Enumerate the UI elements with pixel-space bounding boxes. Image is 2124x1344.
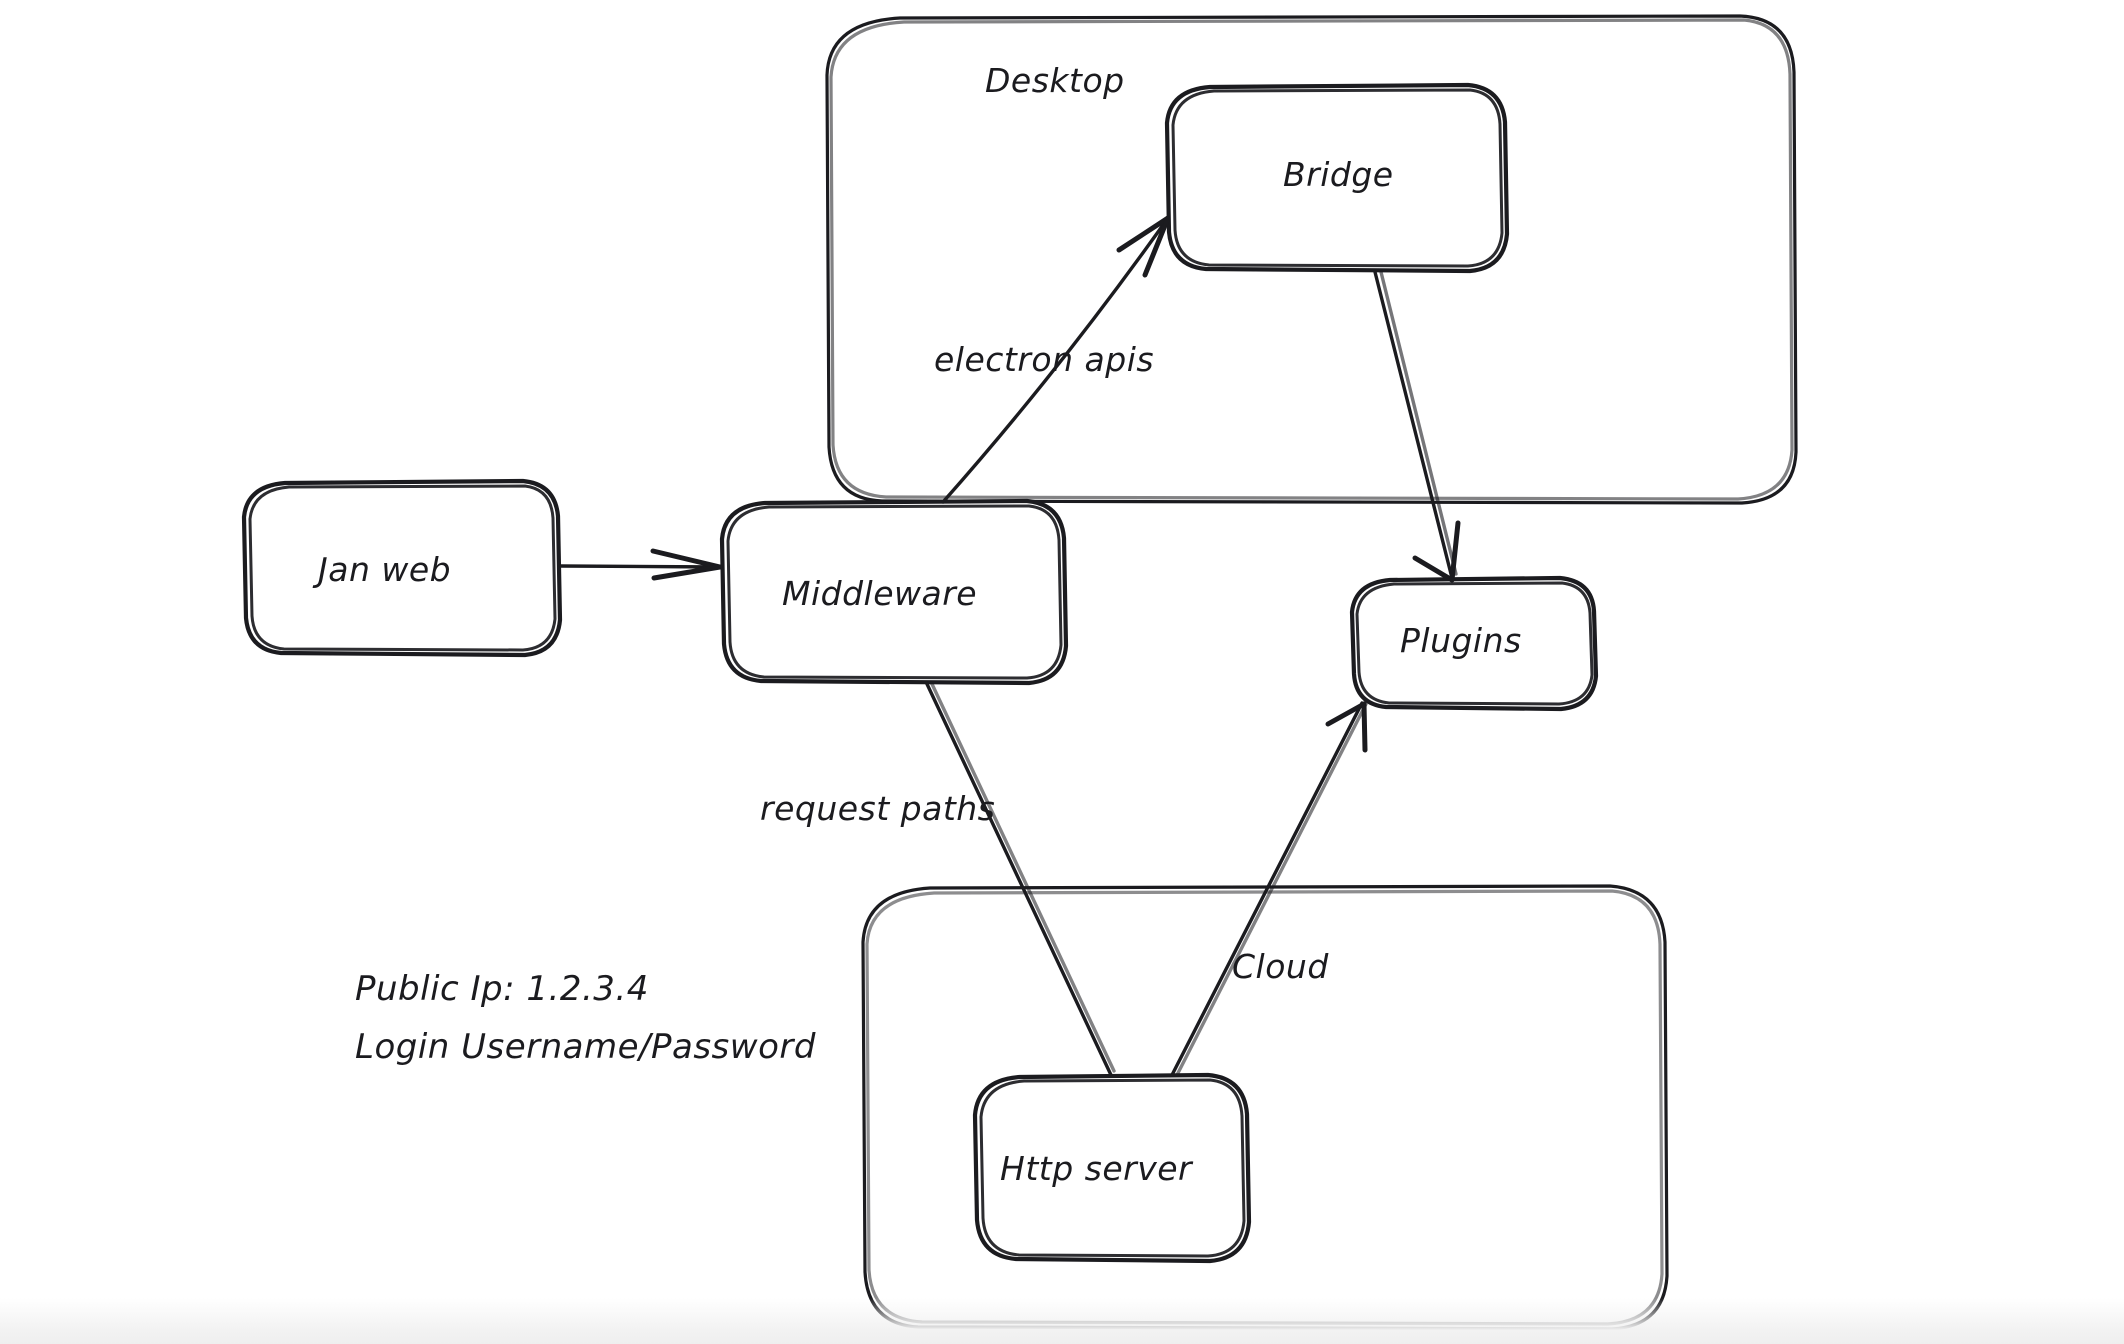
edge-bridge-to-plugins[interactable] [1373,270,1461,583]
note-public-ip-text: Public Ip: 1.2.3.4 [355,969,649,1009]
node-plugins-label: Plugins [1400,621,1522,660]
edge-http-server-to-plugins[interactable]: Cloud [1170,701,1368,1077]
node-middleware[interactable]: Middleware [719,498,1069,686]
edge-middleware-to-bridge[interactable]: electron apis [934,215,1171,504]
container-desktop-label: Desktop [985,61,1125,100]
node-jan-web[interactable]: Jan web [241,478,563,658]
node-plugins[interactable]: Plugins [1349,575,1599,712]
note-login-credentials-text: Login Username/Password [355,1027,816,1067]
node-middleware-label: Middleware [782,574,977,613]
note-login-credentials[interactable]: Login Username/Password [355,1027,816,1067]
node-bridge-label: Bridge [1283,155,1394,194]
edge-jan-web-to-middleware[interactable] [558,548,723,581]
note-public-ip[interactable]: Public Ip: 1.2.3.4 [355,969,649,1009]
node-jan-web-label: Jan web [312,550,451,589]
node-http-server[interactable]: Http server [972,1072,1252,1264]
node-bridge[interactable]: Bridge [1164,82,1510,274]
node-http-server-label: Http server [1000,1149,1194,1188]
edge-middleware-to-http-server[interactable]: request paths [760,682,1116,1077]
edge-label-cloud: Cloud [1232,947,1329,986]
edge-label-request-paths: request paths [760,789,995,828]
edge-label-electron-apis: electron apis [934,340,1154,379]
container-desktop[interactable]: Desktop [825,14,1798,505]
